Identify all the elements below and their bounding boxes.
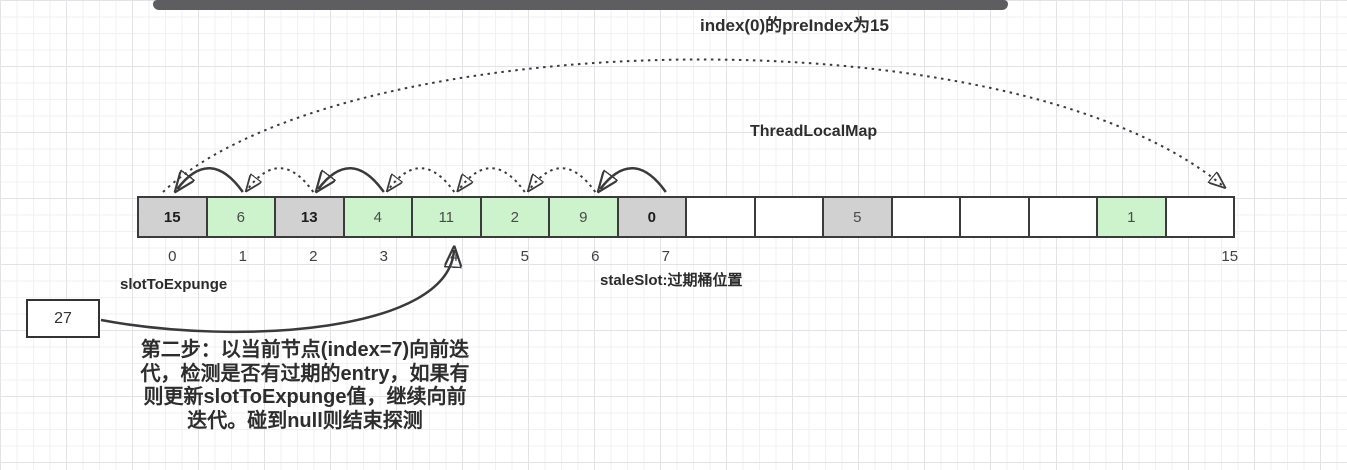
index-label — [772, 248, 843, 265]
array-cell: 2 — [479, 196, 550, 238]
slot-to-expunge-label: slotToExpunge — [120, 276, 228, 293]
step-annotation: 第二步：以当前节点(index=7)向前迭 代，检测是否有过期的entry，如果… — [112, 339, 498, 433]
index-label — [701, 248, 772, 265]
index-label — [842, 248, 913, 265]
array-cell: 5 — [822, 196, 893, 238]
array-cell: 9 — [548, 196, 619, 238]
note-line: 第二步：以当前节点(index=7)向前迭 — [140, 339, 470, 361]
cell-value: 2 — [510, 208, 519, 226]
array-cell: 13 — [274, 196, 345, 238]
index-label: 0 — [168, 248, 177, 265]
array-cell: 0 — [616, 196, 687, 238]
hop-arrow-3-to-2 — [318, 167, 385, 192]
cell-value: 6 — [236, 208, 245, 226]
index-label-row: 0 1 2 3 4 5 6 7 15 — [137, 248, 1265, 265]
array-cell: 6 — [205, 196, 276, 238]
page-title: index(0)的preIndex为15 — [700, 16, 889, 35]
array-cell — [753, 196, 824, 238]
array-cell: 15 — [137, 196, 208, 238]
index-label: 7 — [661, 248, 670, 265]
hop-arrow-2-to-1 — [248, 167, 315, 192]
index-label: 5 — [520, 248, 529, 265]
index-label — [913, 248, 984, 265]
hop-arrow-6-to-5 — [530, 167, 597, 192]
array-cell — [890, 196, 961, 238]
array-cell: 1 — [1096, 196, 1167, 238]
stale-slot-label: staleSlot:过期桶位置 — [600, 272, 743, 289]
note-line: 则更新slotToExpunge值，继续向前 — [143, 386, 467, 408]
index-label — [1054, 248, 1125, 265]
array-cell — [959, 196, 1030, 238]
cell-value: 1 — [1127, 208, 1136, 226]
cell-value: 0 — [647, 208, 656, 226]
index-label — [983, 248, 1054, 265]
hop-arrow-7-to-6 — [600, 167, 667, 192]
pointer-value: 27 — [54, 309, 72, 327]
array-cell: 4 — [342, 196, 413, 238]
hop-arrow-1-to-0 — [177, 167, 244, 192]
cell-value: 9 — [579, 208, 588, 226]
array-cell — [685, 196, 756, 238]
index-label — [1124, 248, 1195, 265]
array-cell: 11 — [411, 196, 482, 238]
top-window-bar — [153, 0, 1008, 10]
array-cell — [1164, 196, 1235, 238]
note-line: 迭代。碰到null则结束探测 — [187, 409, 423, 432]
index-label: 15 — [1221, 248, 1239, 265]
wrap-arrow-0-to-15 — [162, 58, 1223, 193]
cell-value: 15 — [163, 208, 181, 226]
index-label: 3 — [379, 248, 388, 265]
index-label: 4 — [450, 248, 459, 265]
index-label: 6 — [591, 248, 600, 265]
threadlocalmap-label: ThreadLocalMap — [750, 123, 878, 140]
hop-arrow-4-to-3 — [389, 167, 456, 192]
pointer-value-box: 27 — [26, 299, 100, 338]
cell-value: 13 — [300, 208, 318, 226]
cell-value: 4 — [373, 208, 382, 226]
hop-arrow-5-to-4 — [459, 167, 526, 192]
cell-value: 11 — [438, 208, 455, 226]
index-label: 2 — [309, 248, 318, 265]
index-label: 1 — [238, 248, 247, 265]
slot-array: 15 6 13 4 11 2 9 0 5 1 — [137, 196, 1235, 238]
note-line: 代，检测是否有过期的entry，如果有 — [140, 362, 470, 385]
array-cell — [1027, 196, 1098, 238]
cell-value: 5 — [853, 208, 862, 226]
